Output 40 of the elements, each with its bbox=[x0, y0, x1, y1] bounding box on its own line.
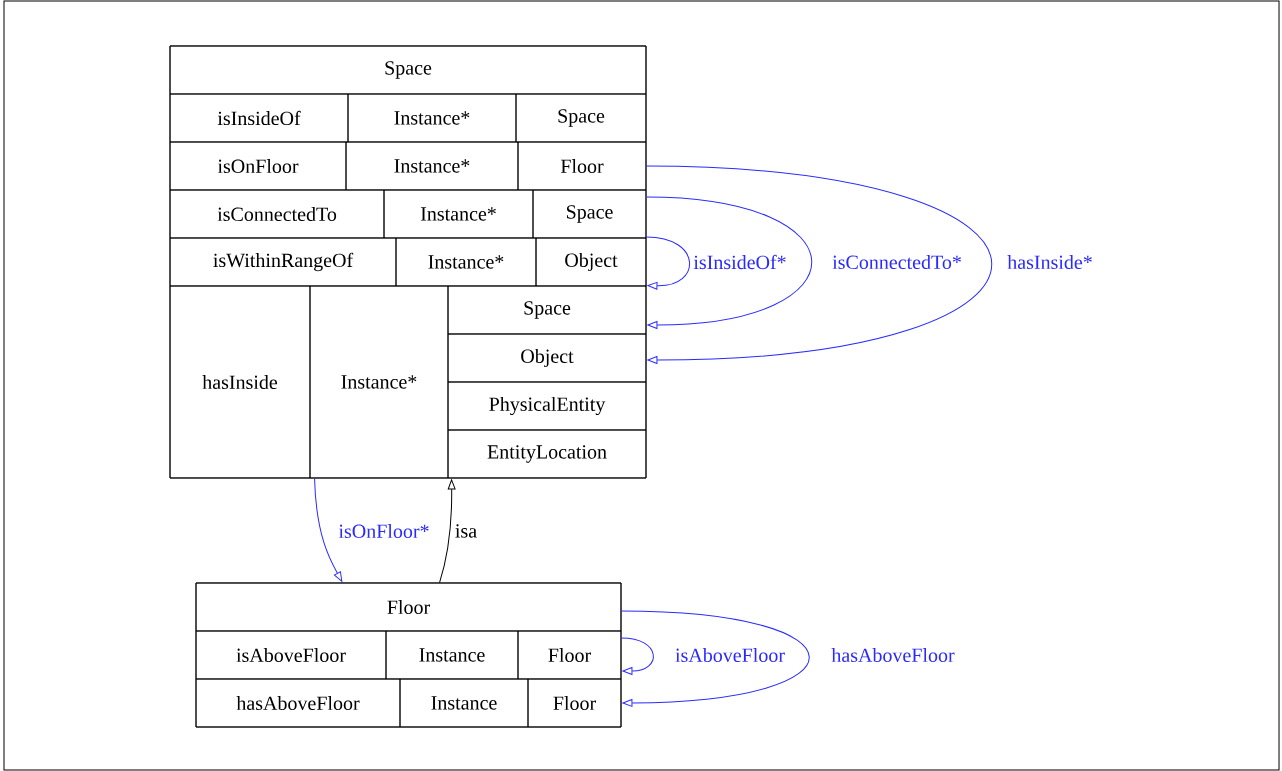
edge-label: hasAboveFloor bbox=[830, 647, 956, 663]
edge-label: hasInside* bbox=[1006, 254, 1094, 270]
record-cell: Instance* bbox=[309, 285, 449, 479]
record-cell: Instance* bbox=[395, 237, 537, 287]
record-cell: Object bbox=[447, 333, 647, 383]
record-cell: Instance bbox=[385, 630, 519, 680]
record-cell: Space bbox=[447, 285, 647, 335]
arrow bbox=[314, 477, 343, 582]
record-cell: Space bbox=[169, 45, 647, 95]
record-cell: Floor bbox=[527, 678, 622, 728]
record-cell: Floor bbox=[517, 630, 622, 680]
record-cell: Space bbox=[515, 93, 647, 143]
loop-arrow bbox=[620, 610, 810, 707]
record-cell: Instance* bbox=[383, 189, 534, 239]
edge-label: isAboveFloor bbox=[674, 647, 786, 663]
record-cell: isAboveFloor bbox=[195, 630, 387, 680]
record-cell: Floor bbox=[195, 582, 622, 632]
record-cell: isWithinRangeOf bbox=[169, 237, 397, 287]
edge-label: isConnectedTo* bbox=[831, 254, 963, 270]
record-cell: isConnectedTo bbox=[169, 189, 385, 239]
edge-label: isInsideOf* bbox=[692, 254, 788, 270]
record-cell: Space bbox=[532, 189, 647, 239]
record-cell: Floor bbox=[517, 141, 647, 191]
arrow bbox=[439, 479, 456, 584]
record-cell: PhysicalEntity bbox=[447, 381, 647, 431]
record-cell: hasInside bbox=[169, 285, 311, 479]
record-cell: Instance bbox=[399, 678, 529, 728]
loop-arrow bbox=[645, 236, 690, 290]
edge-label: isOnFloor* bbox=[337, 523, 431, 539]
record-cell: isOnFloor bbox=[169, 141, 347, 191]
record-cell: Instance* bbox=[345, 141, 519, 191]
record-cell: isInsideOf bbox=[169, 93, 349, 143]
loop-arrow bbox=[620, 637, 654, 675]
record-cell: Object bbox=[535, 237, 647, 287]
edge-label: isa bbox=[454, 523, 478, 539]
loop-arrow bbox=[645, 196, 813, 329]
record-cell: EntityLocation bbox=[447, 429, 647, 479]
loop-arrow bbox=[645, 165, 993, 364]
record-cell: Instance* bbox=[347, 93, 517, 143]
record-cell: hasAboveFloor bbox=[195, 678, 401, 728]
